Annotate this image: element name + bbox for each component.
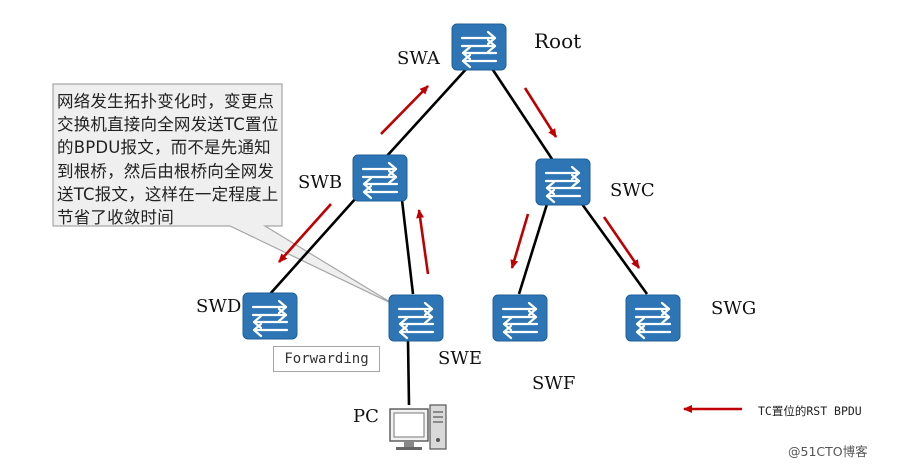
switch-swb-icon xyxy=(351,153,409,203)
tc-arrow-swc-to-swf xyxy=(510,213,530,269)
switch-swc-icon xyxy=(534,157,592,207)
link-swc-swg xyxy=(580,203,649,295)
link-swb-swe xyxy=(400,199,415,295)
switch-swd-icon xyxy=(241,291,299,341)
pc-label: PC xyxy=(353,406,379,427)
switch-swa-icon xyxy=(450,22,508,72)
switch-swa-label: SWA xyxy=(397,48,440,69)
switch-swe-label: SWE xyxy=(438,348,482,369)
legend-label: TC置位的RST BPDU xyxy=(758,404,862,418)
link-swc-swf xyxy=(517,203,549,295)
link-swa-swc xyxy=(489,66,554,160)
link-swb-swd xyxy=(269,197,357,295)
tc-arrow-swe-to-swb xyxy=(416,209,430,275)
switch-swd-label: SWD xyxy=(196,296,242,317)
link-swe-pc xyxy=(406,340,411,406)
tc-arrow-swc-to-swg xyxy=(602,216,641,269)
callout-text: 网络发生拓扑变化时，变更点交换机直接向全网发送TC置位的BPDU报文，而不是先通… xyxy=(57,92,279,228)
tc-arrow-swb-to-swd xyxy=(278,203,332,263)
watermark: @51CTO博客 xyxy=(788,444,868,459)
switch-swg-label: SWG xyxy=(711,298,757,319)
switch-swf-label: SWF xyxy=(532,373,576,394)
root-label: Root xyxy=(534,29,582,53)
switch-swb-label: SWB xyxy=(298,172,343,193)
callout-bubble xyxy=(52,83,396,306)
pc-icon xyxy=(389,404,447,450)
switch-swe-icon xyxy=(387,293,445,343)
switch-swg-icon xyxy=(624,293,682,343)
links xyxy=(269,66,649,406)
tc-arrows xyxy=(278,85,742,413)
switch-swc-label: SWC xyxy=(610,180,655,201)
switch-swf-icon xyxy=(491,293,549,343)
link-swa-swb xyxy=(385,66,469,158)
port-state-label: Forwarding xyxy=(273,346,380,372)
tc-arrow-swa-to-swc xyxy=(523,87,558,138)
tc-arrow-swb-to-swa xyxy=(380,85,429,135)
